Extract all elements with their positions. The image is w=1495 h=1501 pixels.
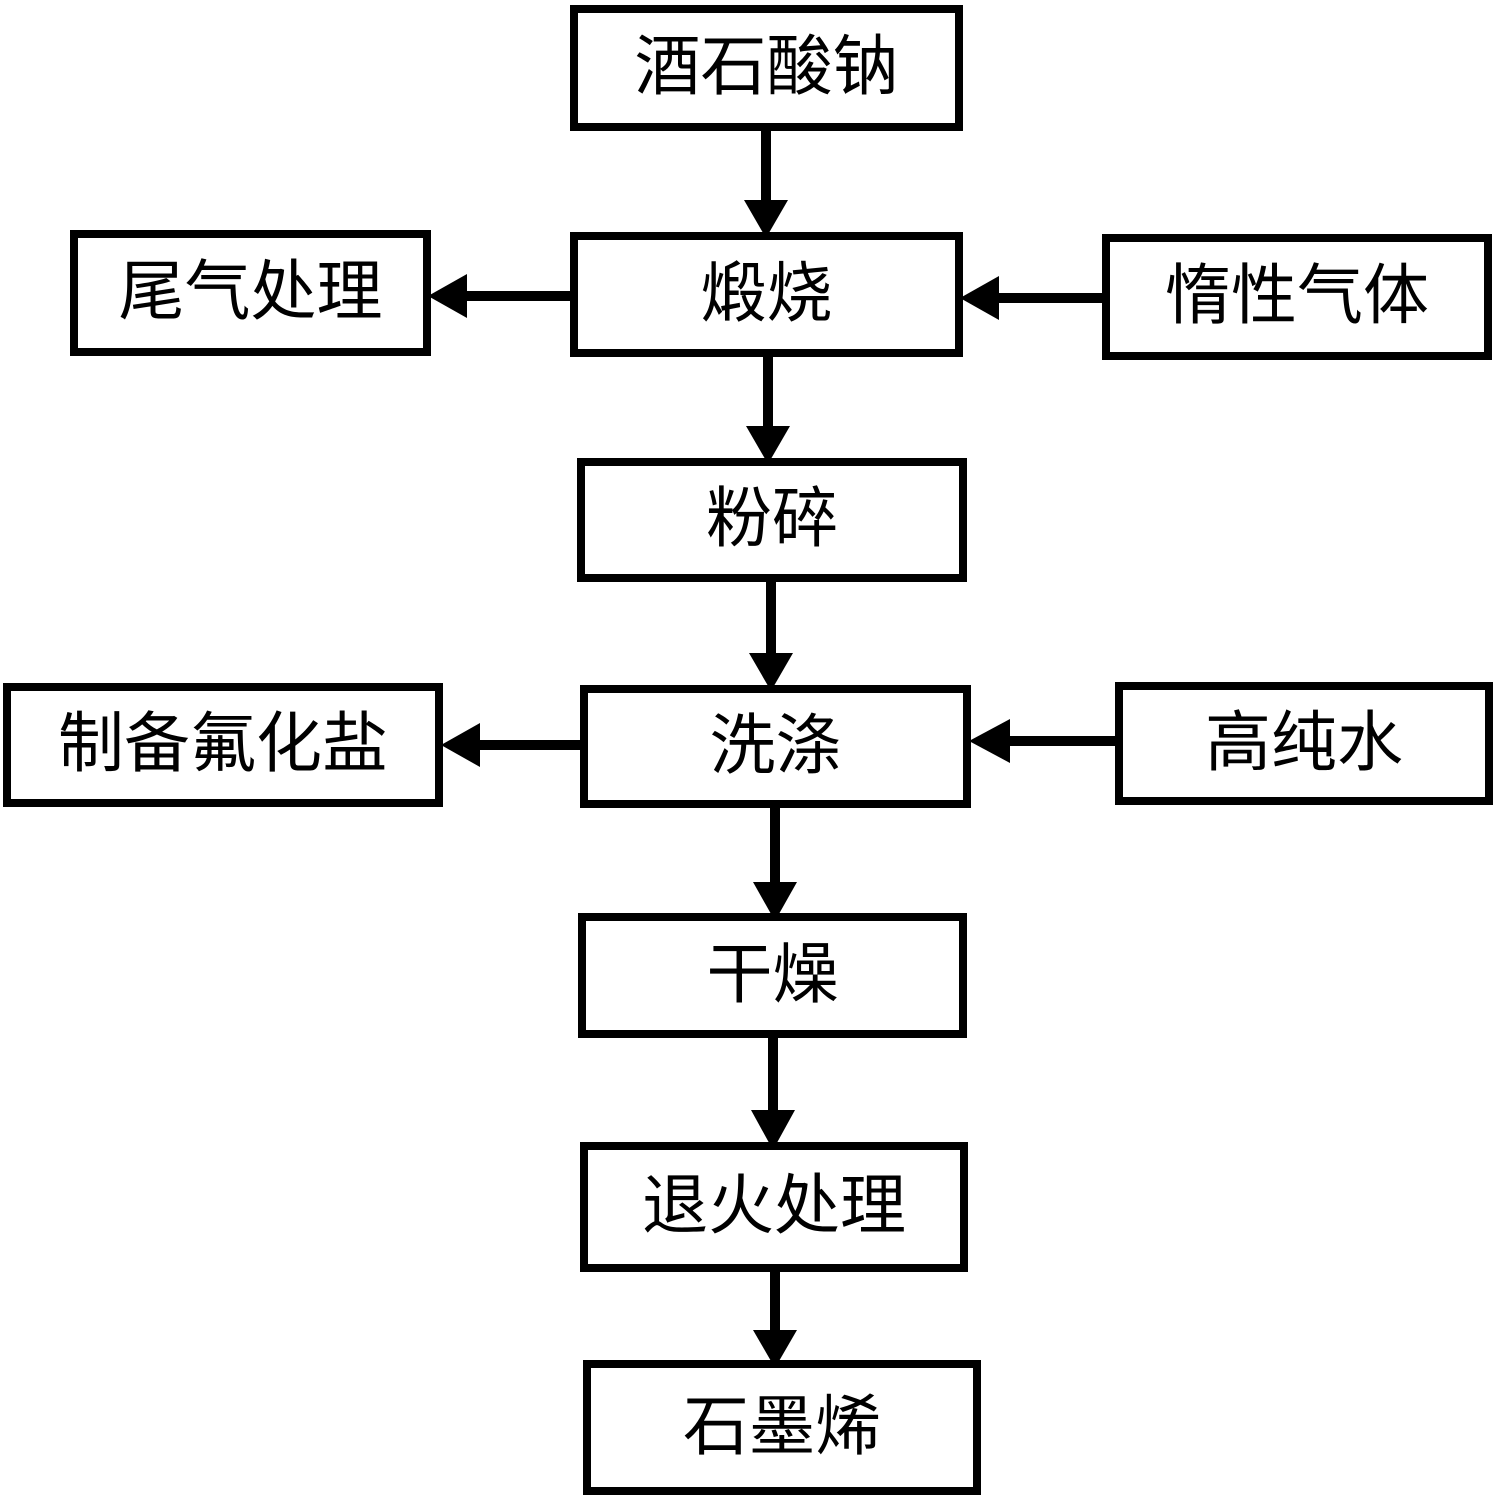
node-washing: 洗涤 [580,685,971,808]
node-annealing-label: 退火处理 [642,1170,906,1243]
node-tail-gas-treatment: 尾气处理 [70,230,431,356]
arrow-washing-to-fluoride-salt-icon [441,723,582,767]
arrow-washing-to-drying-icon [753,806,797,921]
node-drying: 干燥 [578,913,967,1038]
node-washing-label: 洗涤 [709,709,842,783]
arrow-inert-gas-to-calcination-icon [960,276,1104,320]
arrow-crushing-to-washing-icon [749,580,793,691]
arrow-sodium-tartrate-to-calcination-icon [744,128,788,238]
node-calcination-label: 煅烧 [700,257,833,331]
node-annealing: 退火处理 [580,1142,968,1272]
node-sodium-tartrate-label: 酒石酸钠 [634,31,899,104]
node-drying-label: 干燥 [706,938,839,1012]
node-sodium-tartrate: 酒石酸钠 [570,5,963,131]
node-graphene-label: 石墨烯 [683,1390,881,1464]
node-graphene: 石墨烯 [583,1360,981,1495]
arrow-annealing-to-graphene-icon [753,1270,797,1368]
node-high-purity-water-label: 高纯水 [1205,706,1403,780]
node-inert-gas-label: 惰性气体 [1165,260,1429,333]
node-high-purity-water: 高纯水 [1115,682,1493,805]
arrow-drying-to-annealing-icon [751,1036,795,1150]
arrow-water-to-washing-icon [969,719,1117,763]
node-tail-gas-treatment-label: 尾气处理 [118,256,383,329]
node-crushing: 粉碎 [577,458,967,582]
arrow-calcination-to-crushing-icon [746,355,790,464]
node-fluoride-salt-preparation: 制备氟化盐 [3,683,443,807]
node-fluoride-salt-preparation-label: 制备氟化盐 [58,708,388,781]
node-crushing-label: 粉碎 [706,483,838,556]
node-inert-gas: 惰性气体 [1102,234,1492,360]
node-calcination: 煅烧 [570,232,963,357]
arrow-calcination-to-tail-gas-icon [428,274,572,318]
